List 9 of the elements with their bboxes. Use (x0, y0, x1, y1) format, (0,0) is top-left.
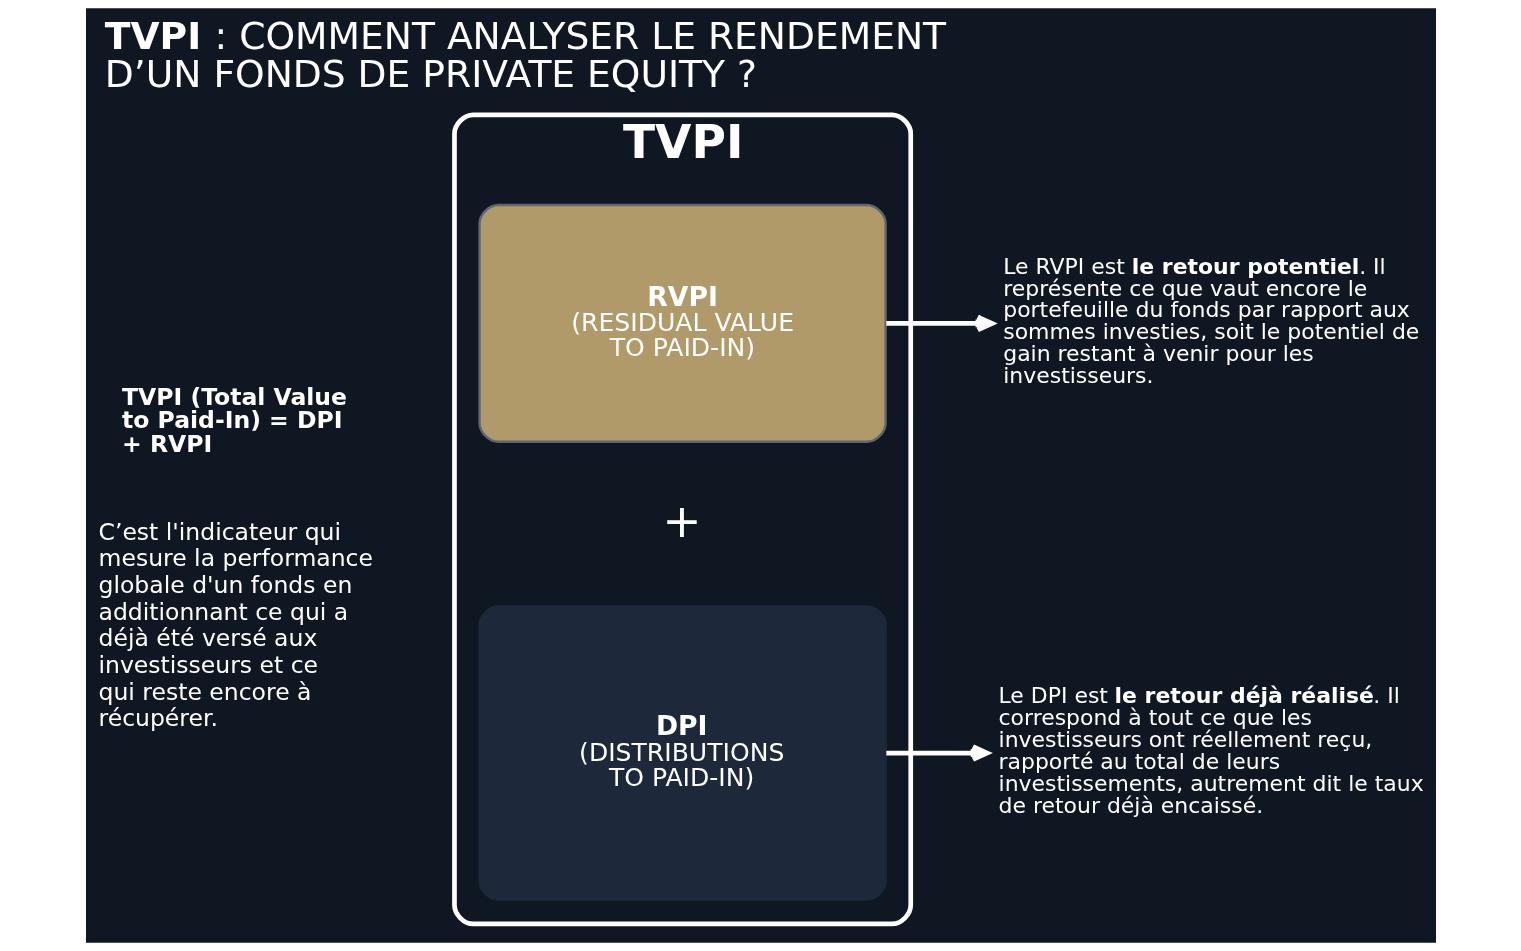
arrow (885, 744, 990, 762)
label: TVPI (Total Value to Paid-In) = DPI + RVPI (121, 382, 347, 458)
node-text: Le DPI est le retour déjà réalisé. Il correspond à tout ce que les investisseurs ont réellement reçu, rapporté au total de leurs investissements, autrement dit le taux de retour déjà encaissé. (998, 683, 1424, 818)
diagram-title: TVPI : COMMENT ANALYSER LE RENDEMENT D’UN FONDS DE PRIVATE EQUITY ? (104, 14, 946, 96)
label: C’est l'indicateur qui mesure la performance globale d'un fonds en additionnant ce qui a déjà été versé aux investisseurs et ce qui reste encore à récupérer. (98, 517, 373, 733)
node-box: RVPI (RESIDUAL VALUE TO PAID-IN) (477, 203, 887, 443)
node-text: Le RVPI est le retour potentiel. Il représente ce que vaut encore le portefeuille du fonds par rapport aux sommes investies, soit le potentiel de gain restant à venir pour les investisseurs. (1002, 253, 1419, 389)
node-box: DPI (DISTRIBUTIONS TO PAID-IN) (477, 605, 887, 901)
label: + (661, 492, 702, 548)
